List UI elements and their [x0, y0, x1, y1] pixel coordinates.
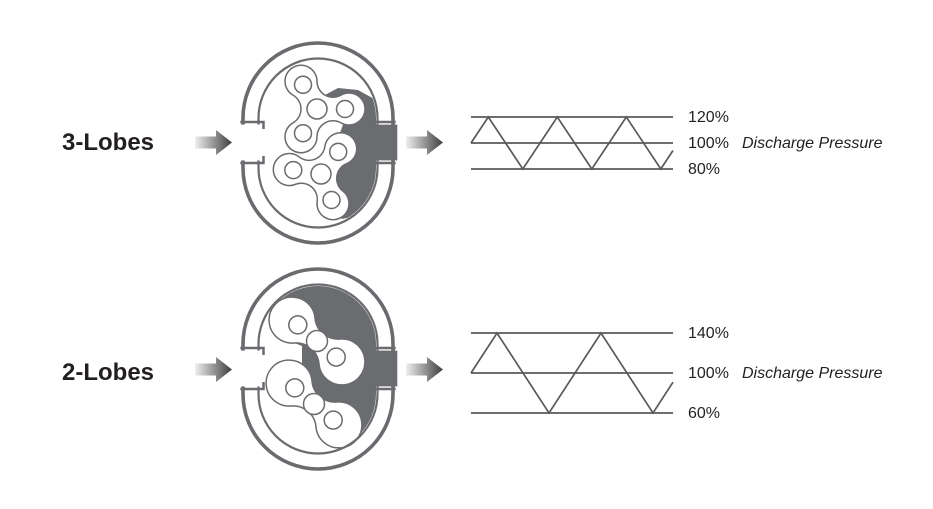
row-label-2-lobes: 2-Lobes: [62, 359, 154, 386]
level-label-top: 140%: [688, 325, 729, 342]
level-label-mid: 100%: [688, 135, 729, 152]
waveform-3-lobes: 120% 100% Discharge Pressure 80%: [470, 109, 883, 178]
right-arrow-icon: [195, 130, 232, 155]
right-arrow-icon: [195, 357, 232, 382]
pump-3-lobe-cross-section: [236, 41, 399, 245]
pressure-wave: [470, 331, 674, 415]
discharge-pressure-annotation: Discharge Pressure: [742, 365, 883, 382]
pump-2-lobe-cross-section: [236, 267, 399, 471]
level-label-mid: 100%: [688, 365, 729, 382]
rotor-bearing-circles: [285, 315, 346, 430]
row-label-3-lobes: 3-Lobes: [62, 129, 154, 156]
pressure-wave: [470, 115, 674, 171]
level-label-top: 120%: [688, 109, 729, 126]
waveform-2-lobes: 140% 100% Discharge Pressure 60%: [470, 325, 883, 422]
rotor-bearing-circles: [284, 75, 355, 210]
row-2-lobes: 2-Lobes 140% 100%: [62, 267, 883, 471]
discharge-pressure-annotation: Discharge Pressure: [742, 135, 883, 152]
level-label-bottom: 60%: [688, 405, 720, 422]
level-label-bottom: 80%: [688, 161, 720, 178]
row-3-lobes: 3-Lobes 120%: [62, 41, 883, 245]
right-arrow-icon: [406, 357, 443, 382]
right-arrow-icon: [406, 130, 443, 155]
